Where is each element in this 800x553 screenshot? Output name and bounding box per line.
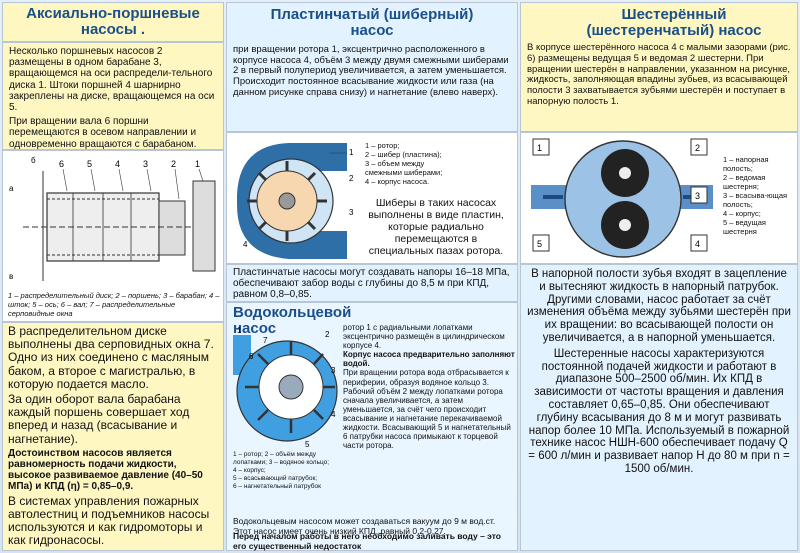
gear-legend-4: 4 – корпус; <box>723 209 761 218</box>
axial-paragraph-1: Несколько поршневых насосов 2 размещены … <box>9 46 215 114</box>
vane-label-2: 2 <box>349 174 354 183</box>
gear-legend-5: 5 – ведущая шестерня <box>723 218 766 236</box>
axial-label-a: а <box>9 184 14 193</box>
ring-label-4: 4 <box>331 410 336 419</box>
axial-body-panel: В распределительном диске выполнены два … <box>2 322 224 551</box>
gear-label-5: 5 <box>537 239 542 249</box>
ring-paragraph-2: При вращении ротора вода отбрасывается к… <box>343 368 511 451</box>
gear-label-1: 1 <box>537 143 542 153</box>
axial-label-1: 1 <box>195 159 200 169</box>
ring-text-column: ротор 1 с радиальными лопатками эксцентр… <box>343 323 515 450</box>
gear-legend-1: 1 – напорная полость; <box>723 155 769 173</box>
vane-label-3: 3 <box>349 208 354 217</box>
ring-legend-3: 5 – всасывающий патрубок; <box>233 475 318 482</box>
gear-pump-diagram: 1 2 3 4 5 <box>531 138 713 258</box>
vane-paragraph-2: Шиберы в таких насосах выполнены в виде … <box>368 197 504 257</box>
axial-paragraph-3: В распределительном диске выполнены два … <box>8 324 214 391</box>
ring-legend-4: 6 – нагнетательный патрубок <box>233 483 321 490</box>
axial-paragraph-4: За один оборот вала барабана каждый порш… <box>8 392 190 446</box>
gear-label-4: 4 <box>695 239 700 249</box>
axial-label-5: 5 <box>87 159 92 169</box>
ring-legend-1: 1 – ротор; 2 – объём между лопатками; 3 … <box>233 451 330 466</box>
ring-pump-diagram: 1 2 3 4 5 6 7 <box>233 326 338 449</box>
axial-label-6: 6 <box>59 159 64 169</box>
axial-paragraph-6: В системах управления пожарных автолестн… <box>8 493 210 548</box>
gear-top-panel: Шестерённый (шестеренчатый) насос В корп… <box>520 2 798 132</box>
gear-label-2: 2 <box>695 143 700 153</box>
vane-label-4: 4 <box>243 240 248 249</box>
vane-top-panel: Пластинчатый (шиберный) насос при вращен… <box>226 2 518 132</box>
ring-legend: 1 – ротор; 2 – объём между лопатками; 3 … <box>233 451 341 491</box>
axial-paragraph-2: При вращении вала 6 поршни перемещаются … <box>9 116 197 150</box>
ring-title: Водокольцевой насос <box>233 304 352 337</box>
axial-legend: 1 – распределительный диск; 2 – поршень;… <box>8 291 220 318</box>
axial-pump-diagram: 6 5 4 3 2 1 а б в <box>9 156 216 281</box>
vane-label-1: 1 <box>349 148 354 157</box>
ring-label-6: 6 <box>249 352 254 361</box>
axial-figure-panel: 6 5 4 3 2 1 а б в 1 – распределительный … <box>2 150 224 322</box>
gear-title: Шестерённый (шестеренчатый) насос <box>586 6 762 39</box>
vane-figure-panel: 1 2 3 4 1 – ротор; 2 – шибер (пластина);… <box>226 132 518 264</box>
ring-label-2: 2 <box>325 330 330 339</box>
vane-legend-1: 1 – ротор; <box>365 141 400 150</box>
vane-pump-diagram: 1 2 3 4 <box>237 143 354 259</box>
ring-label-7: 7 <box>263 336 268 345</box>
vane-legend-2: 2 – шибер (пластина); <box>365 150 442 159</box>
gear-paragraph-2: В напорной полости зубья входят в зацепл… <box>527 268 791 344</box>
gear-figure-panel: 1 2 3 4 5 1 – напорная полость; 2 – ведо… <box>520 132 798 264</box>
axial-label-3: 3 <box>143 159 148 169</box>
vane-specs-panel: Пластинчатые насосы могут создавать напо… <box>226 264 518 302</box>
vane-legend: 1 – ротор; 2 – шибер (пластина); 3 – объ… <box>365 141 453 186</box>
axial-label-2: 2 <box>171 159 176 169</box>
axial-advantages: Достоинством насосов является равномерно… <box>8 447 203 493</box>
axial-label-v: в <box>9 272 13 281</box>
ring-paragraph-1: ротор 1 с радиальными лопатками эксцентр… <box>343 323 505 351</box>
ring-panel: Водокольцевой насос 1 2 3 4 5 6 7 ротор … <box>226 302 518 551</box>
ring-paragraph-1b: Корпус насоса предварительно заполняют в… <box>343 350 515 369</box>
gear-legend-2: 2 – ведомая шестерня; <box>723 173 766 191</box>
gear-body-panel: В напорной полости зубья входят в зацепл… <box>520 264 798 551</box>
axial-title: Аксиально-поршневые насосы . <box>26 5 200 38</box>
axial-label-b: б <box>31 156 36 165</box>
ring-label-3: 3 <box>331 366 336 375</box>
ring-disadvantage: Перед началом работы в него необходимо з… <box>233 531 501 551</box>
axial-intro-panel: Несколько поршневых насосов 2 размещены … <box>2 42 224 150</box>
ring-label-5: 5 <box>305 440 310 449</box>
ring-legend-2: 4 – корпус; <box>233 467 266 474</box>
vane-legend-4: 4 – корпус насоса. <box>365 177 430 186</box>
vane-legend-3: 3 – объем между смежными шиберами; <box>365 159 443 177</box>
gear-paragraph-1: В корпусе шестерённого насоса 4 с малыми… <box>527 42 791 107</box>
ring-label-1: 1 <box>237 326 242 335</box>
ring-paragraph-3: Водокольцевым насосом может создаваться … <box>233 516 496 536</box>
gear-label-3: 3 <box>695 191 700 201</box>
axial-title-panel: Аксиально-поршневые насосы . <box>2 2 224 42</box>
gear-paragraph-3: Шестеренные насосы характеризуются посто… <box>528 347 790 475</box>
axial-label-4: 4 <box>115 159 120 169</box>
vane-paragraph-1: при вращении ротора 1, эксцентрично расп… <box>233 44 509 98</box>
vane-paragraph-3: Пластинчатые насосы могут создавать напо… <box>233 267 510 301</box>
gear-legend-3: 3 – всасыва-ющая полость; <box>723 191 788 209</box>
vane-title: Пластинчатый (шиберный) насос <box>270 6 474 39</box>
gear-legend: 1 – напорная полость; 2 – ведомая шестер… <box>723 155 795 236</box>
